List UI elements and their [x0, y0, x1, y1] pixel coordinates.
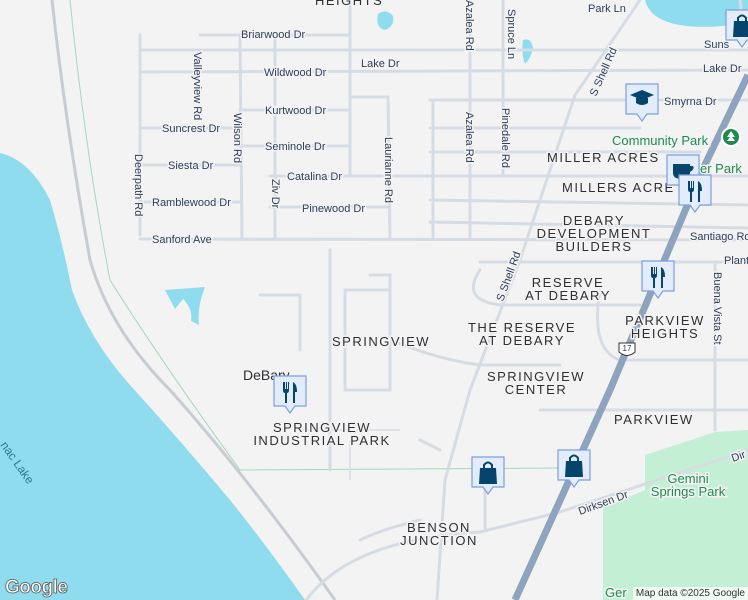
boundary-line [69, 0, 561, 471]
fork-knife-icon [679, 175, 711, 212]
restaurant-pin[interactable] [272, 374, 308, 418]
google-logo: Google [5, 577, 69, 599]
label-azalea-n: Azalea Rd [463, 0, 475, 51]
label-suncrest: Suncrest Dr [162, 123, 220, 135]
pond [165, 287, 205, 325]
pond [522, 39, 533, 64]
street-grid [138, 0, 748, 542]
graduation-cap-icon [626, 84, 658, 121]
label-seminole: Seminole Dr [265, 141, 326, 153]
label-pinewood: Pinewood Dr [302, 203, 365, 215]
dirksen-dr[interactable] [300, 448, 748, 600]
label-wilson: Wilson Rd [231, 113, 243, 163]
label-ziv: Ziv Dr [269, 179, 281, 209]
label-siesta: Siesta Dr [168, 160, 214, 172]
label-park-ln: Park Ln [588, 3, 626, 15]
svg-text:DEVELOPMENT: DEVELOPMENT [537, 226, 652, 241]
svg-text:SPRINGVIEW: SPRINGVIEW [487, 369, 585, 384]
svg-text:INDUSTRIAL PARK: INDUSTRIAL PARK [253, 433, 390, 448]
label-santiago: Santiago Ro [690, 231, 748, 243]
svg-text:17: 17 [623, 344, 632, 353]
svg-text:RESERVE: RESERVE [532, 275, 604, 290]
label-valleyview: Valleyview Rd [191, 52, 203, 120]
svg-text:Springs Park: Springs Park [651, 484, 726, 499]
map-attribution[interactable]: Map data ©2025 Google [632, 587, 748, 600]
svg-text:THE RESERVE: THE RESERVE [468, 320, 576, 335]
svg-text:JUNCTION: JUNCTION [400, 533, 478, 548]
label-ramblewood: Ramblewood Dr [152, 197, 231, 209]
restaurant-pin[interactable] [677, 173, 713, 217]
svg-text:MILLER ACRES: MILLER ACRES [547, 150, 660, 165]
svg-text:HEIGHTS: HEIGHTS [631, 326, 699, 341]
gemini-springs-park-area [603, 430, 748, 600]
lake [0, 153, 305, 600]
svg-text:BUILDERS: BUILDERS [555, 239, 632, 254]
label-laurianne: Laurianne Rd [382, 137, 394, 203]
label-plant: Plant [724, 255, 748, 267]
label-briarwood: Briarwood Dr [241, 29, 306, 41]
svg-text:AT DEBARY: AT DEBARY [525, 288, 611, 303]
s-shell-rd[interactable] [435, 0, 642, 600]
shopping-pin[interactable] [556, 448, 592, 492]
svg-text:Ger: Ger [605, 585, 627, 600]
svg-text:PARKVIEW: PARKVIEW [614, 412, 694, 427]
label-wildwood: Wildwood Dr [264, 67, 327, 79]
label-smyrna: Smyrna Dr [664, 96, 717, 108]
shopping-pin[interactable] [724, 8, 748, 52]
restaurant-pin[interactable] [640, 259, 676, 303]
shopping-bag-icon [726, 10, 748, 47]
label-pinedale: Pinedale Rd [499, 108, 511, 168]
park-icon[interactable] [721, 127, 741, 147]
svg-text:Gemini: Gemini [667, 471, 708, 486]
shopping-bag-icon [472, 457, 504, 494]
us17-shield: 17 [618, 342, 636, 356]
label-spruce: Spruce Ln [505, 9, 517, 59]
svg-text:CENTER: CENTER [505, 382, 567, 397]
label-deerpath: Deerpath Rd [132, 154, 144, 216]
shopping-bag-icon [558, 450, 590, 487]
label-buena-vista: Buena Vista St [711, 272, 723, 345]
svg-text:SPRINGVIEW: SPRINGVIEW [273, 420, 371, 435]
svg-text:DEBARY: DEBARY [563, 213, 625, 228]
svg-text:HEIGHTS: HEIGHTS [315, 0, 383, 8]
svg-text:BENSON: BENSON [407, 520, 471, 535]
railway [50, 0, 337, 600]
label-lake-dr: Lake Dr [361, 58, 400, 70]
shopping-pin[interactable] [470, 455, 506, 499]
svg-text:Community Park: Community Park [612, 133, 709, 148]
pond [377, 11, 394, 30]
label-azalea-s: Azalea Rd [463, 112, 475, 163]
fork-knife-icon [642, 261, 674, 298]
svg-text:er Park: er Park [700, 161, 742, 176]
label-lake-dr-e: Lake Dr [703, 63, 742, 75]
svg-text:AT DEBARY: AT DEBARY [479, 333, 565, 348]
label-kurtwood: Kurtwood Dr [265, 105, 326, 117]
svg-text:MILLERS ACRE: MILLERS ACRE [562, 180, 675, 195]
svg-text:PARKVIEW: PARKVIEW [625, 313, 705, 328]
lake-monroe-ne [645, 0, 748, 27]
label-sanford: Sanford Ave [152, 234, 212, 246]
label-s-shell-rd-s: S Shell Rd [495, 250, 524, 303]
school-pin[interactable] [624, 82, 660, 126]
label-catalina: Catalina Dr [287, 171, 342, 183]
fork-knife-icon [274, 376, 306, 413]
label-suns: Suns [704, 39, 730, 51]
svg-text:SPRINGVIEW: SPRINGVIEW [332, 334, 430, 349]
